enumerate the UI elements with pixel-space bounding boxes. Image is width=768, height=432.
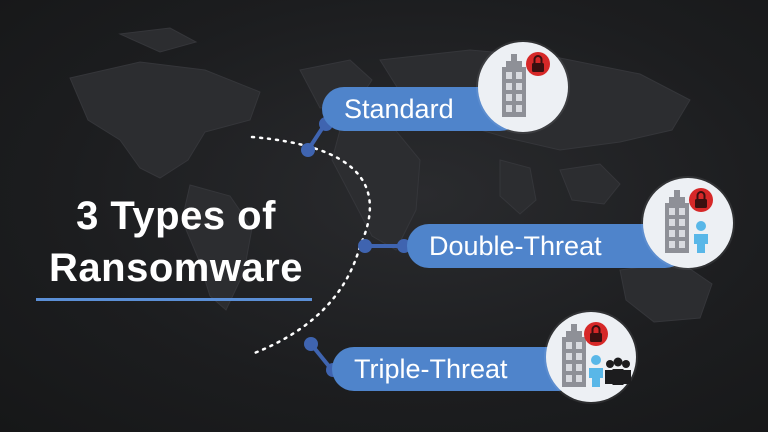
- node-triple-arc: [304, 337, 318, 351]
- node-standard-arc: [301, 143, 315, 157]
- person-head: [696, 221, 706, 231]
- building-lock-icon: [478, 42, 568, 132]
- building-lock-person-icon: [643, 178, 733, 268]
- title-line-2: Ransomware: [49, 246, 303, 290]
- node-double-arc: [358, 239, 372, 253]
- type-pill-triple-threat: Triple-Threat: [332, 347, 580, 391]
- building-lock-people-icon: [546, 312, 636, 402]
- person-body: [694, 234, 708, 253]
- type-pill-double-threat: Double-Threat: [407, 224, 687, 268]
- group-people: [605, 357, 631, 385]
- title-underline: [36, 298, 312, 301]
- title-line-1: 3 Types of: [76, 194, 276, 238]
